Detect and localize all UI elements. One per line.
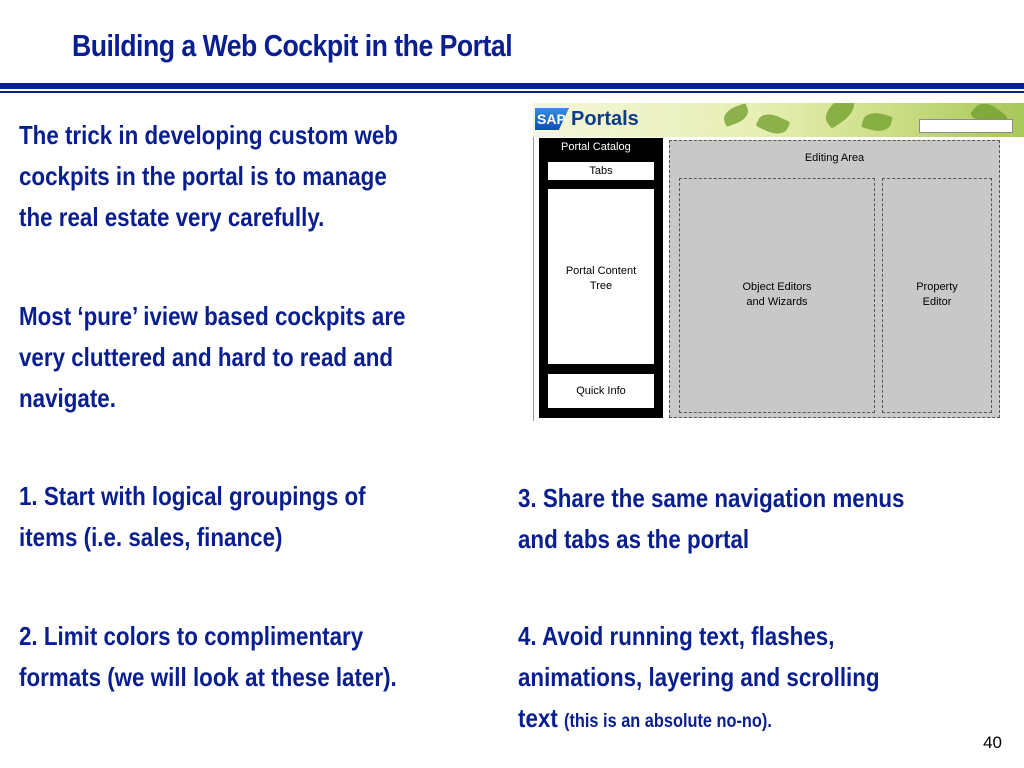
label-line: and Wizards xyxy=(746,296,808,308)
title-underline-thick xyxy=(0,83,1024,89)
slide-title: Building a Web Cockpit in the Portal xyxy=(72,28,513,63)
leaf-decoration xyxy=(861,109,893,135)
editing-area: Editing Area Object Editors and Wizards … xyxy=(669,140,1000,418)
title-underline-thin xyxy=(0,91,1024,93)
paragraph-cluttered: Most ‘pure’ iview based cockpits are ver… xyxy=(19,296,405,419)
point-3: 3. Share the same navigation menus and t… xyxy=(518,478,904,560)
point-1: 1. Start with logical groupings of items… xyxy=(19,476,366,558)
object-editors-label: Object Editors and Wizards xyxy=(680,280,874,310)
paragraph-line: very cluttered and hard to read and xyxy=(19,342,394,372)
point-line: items (i.e. sales, finance) xyxy=(19,522,283,552)
tabs-box: Tabs xyxy=(548,162,654,180)
page-number: 40 xyxy=(983,733,1002,752)
leaf-decoration xyxy=(755,109,791,137)
point-line: 2. Limit colors to complimentary xyxy=(19,621,364,651)
point-4: 4. Avoid running text, flashes, animatio… xyxy=(518,616,880,742)
label-line: Tree xyxy=(589,280,613,292)
point-line-last: text (this is an absolute no-no). xyxy=(518,698,880,742)
point-line: animations, layering and scrolling xyxy=(518,662,880,692)
label-line: Property xyxy=(916,281,958,293)
paragraph-line: navigate. xyxy=(19,383,116,413)
point-2: 2. Limit colors to complimentary formats… xyxy=(19,616,397,698)
paragraph-line: Most ‘pure’ iview based cockpits are xyxy=(19,301,406,331)
header-search-box xyxy=(919,119,1013,133)
property-editor-label: Property Editor xyxy=(883,280,991,310)
leaf-decoration xyxy=(820,103,860,129)
quick-info-box: Quick Info xyxy=(548,374,654,408)
point-line: 4. Avoid running text, flashes, xyxy=(518,621,835,651)
point-line: formats (we will look at these later). xyxy=(19,662,397,692)
point-4-note: (this is an absolute no-no). xyxy=(563,711,772,732)
portals-brand: Portals xyxy=(571,108,639,130)
label-line: Editor xyxy=(922,296,952,308)
paragraph-line: The trick in developing custom web xyxy=(19,120,398,150)
portal-catalog-title: Portal Catalog xyxy=(561,141,631,153)
portal-catalog-panel: Portal Catalog Tabs Portal Content Tree … xyxy=(539,138,663,418)
point-4-last-word: text xyxy=(518,703,558,733)
point-line: and tabs as the portal xyxy=(518,524,750,554)
portal-header: SAP Portals xyxy=(533,103,1024,137)
paragraph-line: the real estate very carefully. xyxy=(19,202,325,232)
paragraph-real-estate: The trick in developing custom web cockp… xyxy=(19,115,398,238)
portal-border xyxy=(533,137,534,421)
label-line: Portal Content xyxy=(565,265,637,277)
leaf-decoration xyxy=(721,103,751,127)
portal-layout-diagram: SAP Portals Portal Catalog Tabs Portal C… xyxy=(533,103,1024,421)
sap-logo: SAP xyxy=(535,108,569,130)
point-line: 1. Start with logical groupings of xyxy=(19,481,366,511)
object-editors-box: Object Editors and Wizards xyxy=(679,178,875,413)
content-tree-label: Portal Content Tree xyxy=(548,264,654,294)
property-editor-box: Property Editor xyxy=(882,178,992,413)
editing-area-title: Editing Area xyxy=(804,152,865,164)
label-line: Object Editors xyxy=(742,281,812,293)
portal-content-tree-box: Portal Content Tree xyxy=(548,189,654,364)
paragraph-line: cockpits in the portal is to manage xyxy=(19,161,387,191)
point-line: 3. Share the same navigation menus xyxy=(518,483,905,513)
